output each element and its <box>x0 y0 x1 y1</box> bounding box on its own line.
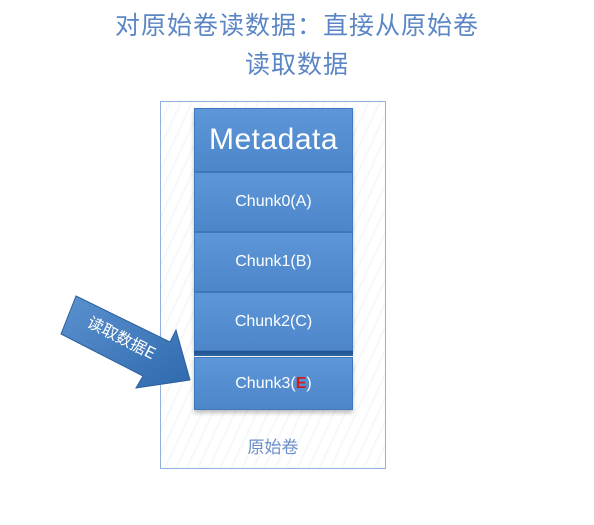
chunk0-label: Chunk0(A) <box>235 193 312 210</box>
metadata-block: Metadata <box>194 108 353 172</box>
original-volume-label: 原始卷 <box>247 438 299 458</box>
chunk2-block: Chunk2(C) <box>194 292 353 351</box>
diagram-title-line2: 读取数据 <box>244 50 349 79</box>
chunk1-label: Chunk1(B) <box>235 253 312 270</box>
chunk3-block: Chunk3(E) <box>194 357 353 410</box>
chunk3-label-prefix: Chunk3( <box>235 374 296 392</box>
chunk3-label-suffix: ) <box>306 374 312 392</box>
chunk3-label-highlight: E <box>295 374 307 392</box>
read-arrow-label: 读取数据E <box>84 313 159 364</box>
chunk0-block: Chunk0(A) <box>194 172 353 232</box>
chunk1-block: Chunk1(B) <box>194 232 353 292</box>
chunk-separator <box>194 351 353 356</box>
diagram-title-line1: 对原始卷读数据：直接从原始卷 <box>114 11 479 40</box>
chunk2-label: Chunk2(C) <box>234 312 313 330</box>
metadata-label: Metadata <box>208 123 339 156</box>
